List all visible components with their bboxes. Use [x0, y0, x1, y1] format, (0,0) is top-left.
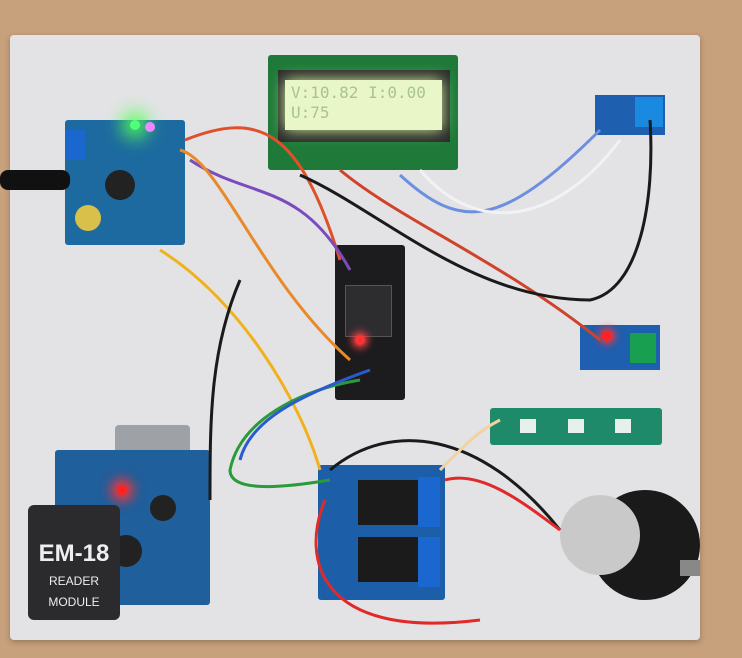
relay-2 — [358, 537, 418, 582]
sensor-terminal — [630, 333, 656, 363]
em18-label-2: MODULE — [48, 595, 100, 609]
relay-terminal-1 — [418, 477, 440, 527]
wire-blue — [398, 128, 602, 214]
em18-label-1: READER — [48, 574, 99, 588]
wire-red — [314, 499, 481, 625]
lcd-screen: V:10.82 I:0.00 U:75 — [285, 80, 442, 130]
em18-reader-module: EM-18 READER MODULE — [28, 505, 120, 620]
wire-black — [329, 439, 562, 531]
dc-jack — [105, 170, 135, 200]
wire-white — [418, 139, 622, 215]
voltage-sensor-module — [580, 325, 660, 370]
power-cable — [0, 170, 70, 190]
wire-yellow — [159, 248, 322, 471]
esp32-chip — [345, 285, 392, 337]
power-supply-module — [65, 120, 185, 245]
em18-title: EM-18 — [38, 540, 110, 567]
button-strip — [490, 408, 662, 445]
relay-1 — [358, 480, 418, 525]
dc-motor — [560, 490, 700, 600]
esp32-led-red — [355, 335, 365, 345]
wire-red — [184, 126, 342, 261]
wire-beige — [438, 418, 501, 472]
relay-module — [318, 465, 445, 600]
capacitor — [150, 495, 176, 521]
motor-body — [560, 495, 640, 575]
relay-terminal-2 — [418, 537, 440, 587]
power-led-green — [130, 120, 140, 130]
lcd-line-2: U:75 — [291, 103, 330, 122]
wire-orange — [179, 148, 351, 362]
push-button — [568, 419, 584, 433]
wire-blue — [238, 368, 371, 461]
lcd-line-1: V:10.82 I:0.00 — [291, 83, 426, 102]
wire-red — [339, 168, 601, 342]
sensor-led-red — [602, 331, 612, 341]
power-terminal — [65, 130, 85, 160]
current-sensor-module — [595, 95, 665, 135]
push-button — [615, 419, 631, 433]
capacitor — [75, 205, 101, 231]
wire-red — [444, 476, 561, 532]
power-led — [145, 122, 155, 132]
push-button — [520, 419, 536, 433]
motor-shaft — [680, 560, 700, 576]
rfid-led-red — [117, 485, 127, 495]
wire-purple — [189, 158, 352, 271]
wire-green — [228, 378, 361, 488]
wire-black — [208, 279, 242, 501]
wire-black — [299, 119, 653, 302]
